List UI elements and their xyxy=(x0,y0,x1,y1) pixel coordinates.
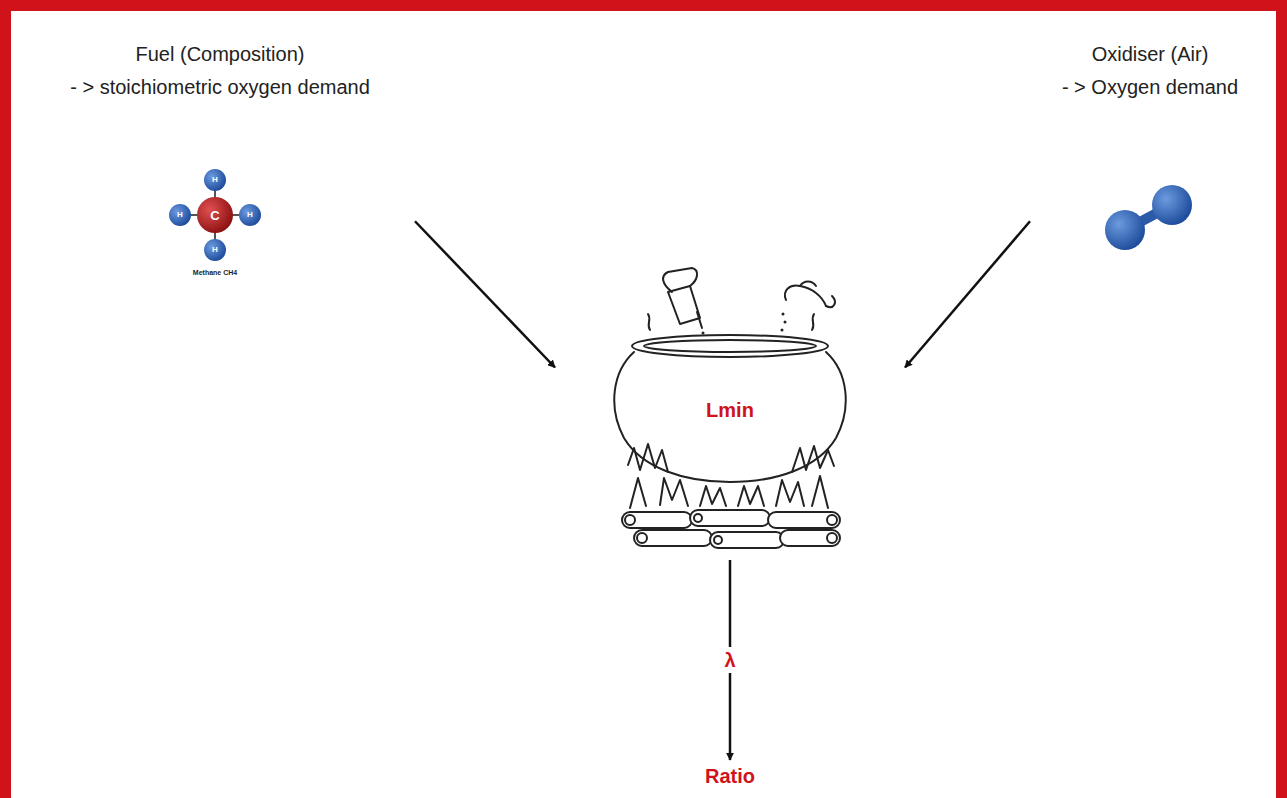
arrow-connector xyxy=(415,221,555,367)
node-heading: Lmin xyxy=(555,397,905,423)
fuel-block: Fuel (Composition)- > stoichiometric oxy… xyxy=(25,30,415,285)
node-heading: Fuel (Composition) xyxy=(25,38,415,71)
edge-label: λ xyxy=(722,647,737,673)
node-heading: Oxidiser (Air) xyxy=(1030,38,1270,71)
cauldron-node: Lmin xyxy=(555,285,905,560)
atom-symbol: H xyxy=(177,211,183,219)
node-note: - > stoichiometric oxygen demand xyxy=(25,71,415,104)
frame-top xyxy=(0,0,1287,11)
node-note: - > Oxygen demand xyxy=(1030,71,1270,104)
molecule-formula: O2 xyxy=(1155,233,1164,240)
node-heading: Ratio xyxy=(670,763,790,789)
result-node: Ratio xyxy=(670,760,790,793)
frame-left xyxy=(0,0,11,798)
atom-symbol: H xyxy=(212,246,218,254)
molecule-name: Methane CH4 xyxy=(193,269,237,276)
arrow-connector xyxy=(905,221,1030,367)
oxygen-molecule xyxy=(1105,185,1192,250)
atom-symbol: C xyxy=(210,209,219,222)
oxidiser-block: Oxidiser (Air)- > Oxygen demand xyxy=(1030,30,1270,285)
atom-symbol: H xyxy=(247,211,253,219)
frame-right xyxy=(1276,0,1287,798)
methane-molecule xyxy=(169,169,261,261)
atom-symbol: H xyxy=(212,176,218,184)
